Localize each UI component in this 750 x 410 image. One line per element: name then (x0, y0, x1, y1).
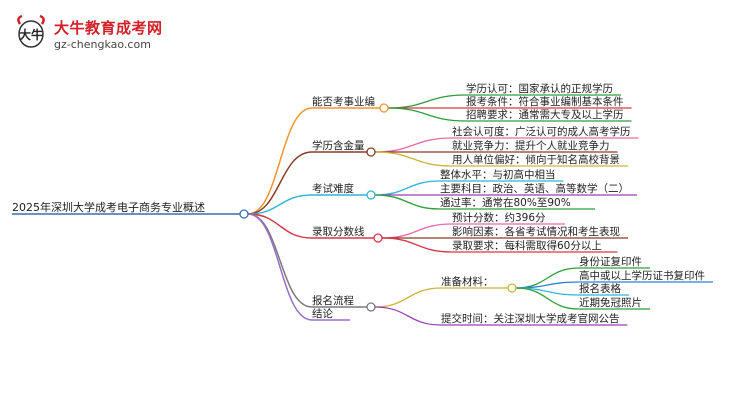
leaf-label-4-1: 提交时间：关注深圳大学成考官网公告 (441, 312, 620, 325)
root-collapse-toggle[interactable] (239, 209, 249, 219)
mind-map-edges (12, 94, 713, 326)
leaf-label-1-2: 用人单位偏好：倾向于知名高校背景 (452, 153, 620, 166)
sub-edge-1 (515, 281, 580, 289)
leaf-label-0-2: 招聘要求：通常需大专及以上学历 (466, 108, 624, 121)
sub-label-1: 高中或以上学历证书复印件 (579, 269, 705, 282)
branch-toggle-0[interactable] (379, 103, 389, 113)
leaf-label-1-0: 社会认可度：广泛认可的成人高考学历 (452, 125, 631, 138)
leaf-edge-0-2 (387, 107, 467, 122)
branch-label-3: 录取分数线 (312, 225, 365, 238)
leaf-edge-4-0 (374, 287, 442, 308)
branch-label-5: 结论 (312, 307, 333, 320)
leaf-edge-2-2 (374, 194, 441, 210)
site-logo[interactable]: 大牛 大牛教育成考网 gz-chengkao.com (14, 14, 174, 58)
branch-edge-3 (247, 213, 313, 239)
branch-toggle-4[interactable] (366, 302, 376, 312)
branch-label-1: 学历含金量 (312, 139, 365, 152)
ox-logo-icon: 大牛 (17, 14, 45, 48)
leaf-toggle-4-0[interactable] (507, 283, 517, 293)
branch-label-2: 考试难度 (312, 182, 354, 195)
branch-label-4: 报名流程 (312, 294, 354, 307)
leaf-edge-3-0 (381, 223, 453, 239)
leaf-edge-2-0 (374, 180, 441, 196)
leaf-label-3-0: 预计分数：约396分 (452, 211, 546, 224)
branch-toggle-1[interactable] (366, 147, 376, 157)
leaf-label-0-1: 报考条件：符合事业编制基本条件 (466, 95, 624, 108)
leaf-edge-0-0 (387, 94, 467, 109)
branch-edge-1 (247, 151, 313, 215)
mind-map-nodes: 2025年深圳大学成考电子商务专业概述能否考事业编学历认可：国家承认的正规学历报… (12, 82, 705, 325)
leaf-edge-3-2 (381, 237, 453, 253)
leaf-label-1-1: 就业竞争力：提升个人就业竞争力 (452, 139, 610, 152)
sub-edge-3 (515, 287, 580, 310)
branch-edge-2 (247, 194, 313, 215)
sub-label-2: 报名表格 (579, 282, 621, 295)
logo-mark-text: 大牛 (19, 27, 43, 42)
leaf-edge-1-0 (374, 137, 453, 153)
leaf-label-2-0: 整体水平：与初高中相当 (440, 168, 556, 181)
leaf-label-0-0: 学历认可：国家承认的正规学历 (466, 82, 613, 95)
branch-edge-4 (247, 213, 313, 308)
logo-title: 大牛教育成考网 (54, 19, 163, 37)
leaf-label-4-0: 准备材料： (441, 275, 494, 288)
leaf-label-2-1: 主要科目：政治、英语、高等数学（二） (440, 182, 629, 195)
branch-edge-5 (247, 213, 313, 321)
leaf-edge-4-1 (374, 306, 442, 326)
logo-url: gz-chengkao.com (54, 38, 151, 51)
leaf-label-3-2: 录取要求：每科需取得60分以上 (452, 239, 602, 252)
branch-toggle-2[interactable] (366, 190, 376, 200)
sub-label-3: 近期免冠照片 (579, 296, 642, 309)
leaf-label-2-2: 通过率：通常在80%至90% (440, 196, 571, 209)
branch-toggle-3[interactable] (373, 233, 383, 243)
leaf-label-3-1: 影响因素：各省考试情况和考生表现 (452, 225, 620, 238)
branch-edge-0 (247, 107, 313, 215)
branch-label-0: 能否考事业编 (312, 95, 375, 108)
sub-label-0: 身份证复印件 (579, 255, 642, 268)
leaf-edge-1-2 (374, 151, 453, 167)
root-node-label: 2025年深圳大学成考电子商务专业概述 (12, 200, 205, 214)
